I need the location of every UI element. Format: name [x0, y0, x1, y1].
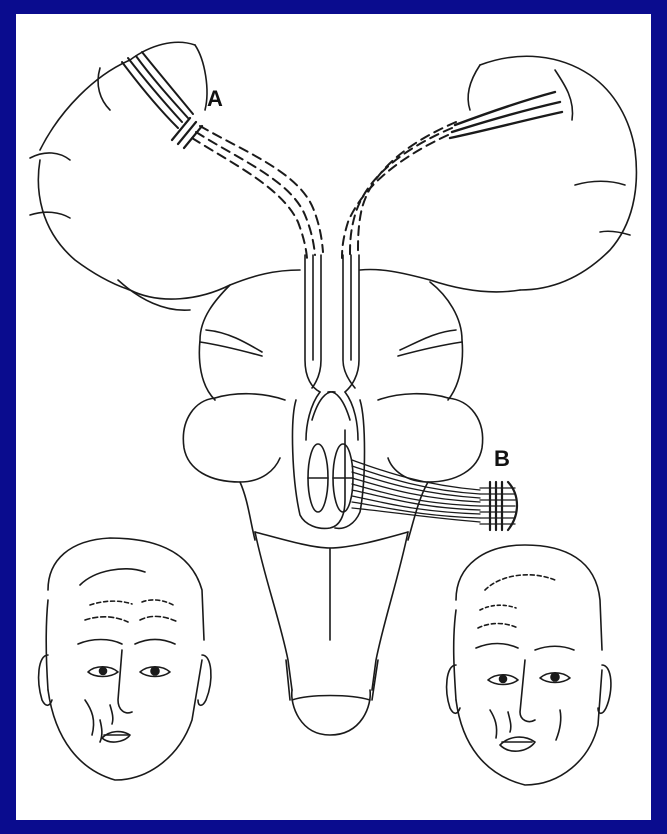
label-b: B — [494, 446, 510, 472]
left-hemisphere — [30, 42, 300, 310]
right-tract-dashed — [342, 122, 456, 258]
medulla-outline — [255, 532, 408, 735]
midbrain-outline — [199, 282, 462, 400]
label-a: A — [207, 86, 223, 112]
right-face — [447, 545, 611, 785]
descending-tracts — [305, 255, 359, 392]
left-tract-fibers — [122, 52, 193, 128]
right-tract-fibers — [450, 92, 562, 138]
left-tract-dashed — [192, 126, 323, 258]
right-hemisphere — [360, 56, 636, 292]
left-face — [39, 538, 211, 780]
